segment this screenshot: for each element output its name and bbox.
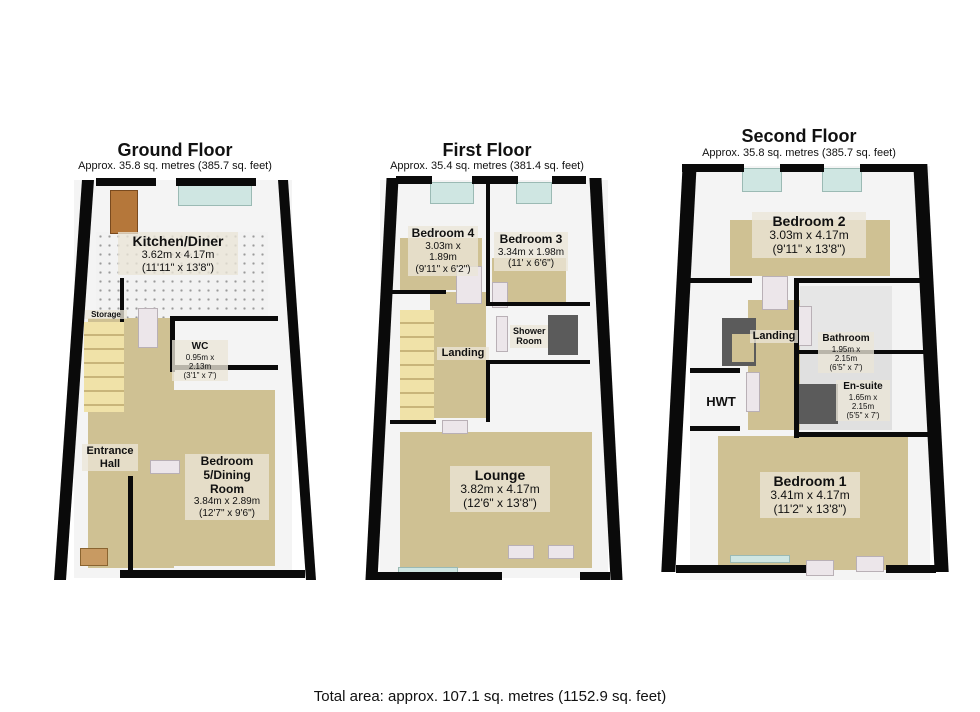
window [742,168,782,192]
door [798,306,812,346]
floor-title: First Floor [442,140,532,160]
door [856,556,884,572]
back-door [110,190,138,234]
staircase [400,310,434,420]
landing-cupboard-floor [732,334,754,362]
room-label-bedroom5-dining: Bedroom 5/Dining Room 3.84m x 2.89m (12'… [185,454,269,521]
room-label-storage: Storage [85,310,127,320]
door [138,308,158,348]
room-label-hwt: HWT [706,394,736,409]
room-label-bedroom-3: Bedroom 3 3.34m x 1.98m (11' x 6'6") [494,232,568,271]
room-label-landing: Landing [437,347,489,360]
total-area: Total area: approx. 107.1 sq. metres (11… [313,688,667,705]
window [730,555,790,563]
room-label-wc: WC 0.95m x 2.13m (3'1" x 7') [172,340,228,382]
room-label-shower-room: Shower Room [510,325,548,348]
floor-area: Approx. 35.4 sq. metres (381.4 sq. feet) [390,160,584,172]
room-label-lounge: Lounge 3.82m x 4.17m (12'6" x 13'8") [450,466,550,512]
room-label-bedroom-4: Bedroom 4 3.03m x 1.89m (9'11" x 6'2") [408,226,478,277]
shower-tray [798,384,838,424]
staircase [84,322,124,412]
floor-area: Approx. 35.8 sq. metres (385.7 sq. feet) [702,147,896,159]
window [516,182,552,204]
room-label-en-suite: En-suite 1.65m x 2.15m (5'5" x 7') [836,380,890,422]
front-door [80,548,108,566]
door [746,372,760,412]
door [496,316,508,352]
shower-tray [548,315,578,355]
floor-area: Approx. 35.8 sq. metres (385.7 sq. feet) [78,160,272,172]
door [548,545,574,559]
window [430,182,474,204]
room-label-bedroom-1: Bedroom 1 3.41m x 4.17m (11'2" x 13'8") [760,472,860,518]
door [150,460,180,474]
floor-title: Second Floor [741,126,857,146]
room-label-kitchen-diner: Kitchen/Diner 3.62m x 4.17m (11'11" x 13… [118,232,238,276]
window [822,168,862,192]
room-label-landing: Landing [750,330,798,343]
room-label-entrance-hall: Entrance Hall [82,444,138,472]
room-label-bathroom: Bathroom 1.95m x 2.15m (6'5" x 7') [818,332,874,374]
door [508,545,534,559]
floor-title: Ground Floor [117,140,233,160]
door [492,282,508,308]
door [762,276,788,310]
room-label-bedroom-2: Bedroom 2 3.03m x 4.17m (9'11" x 13'8") [752,212,866,258]
door [806,560,834,576]
door [442,420,468,434]
